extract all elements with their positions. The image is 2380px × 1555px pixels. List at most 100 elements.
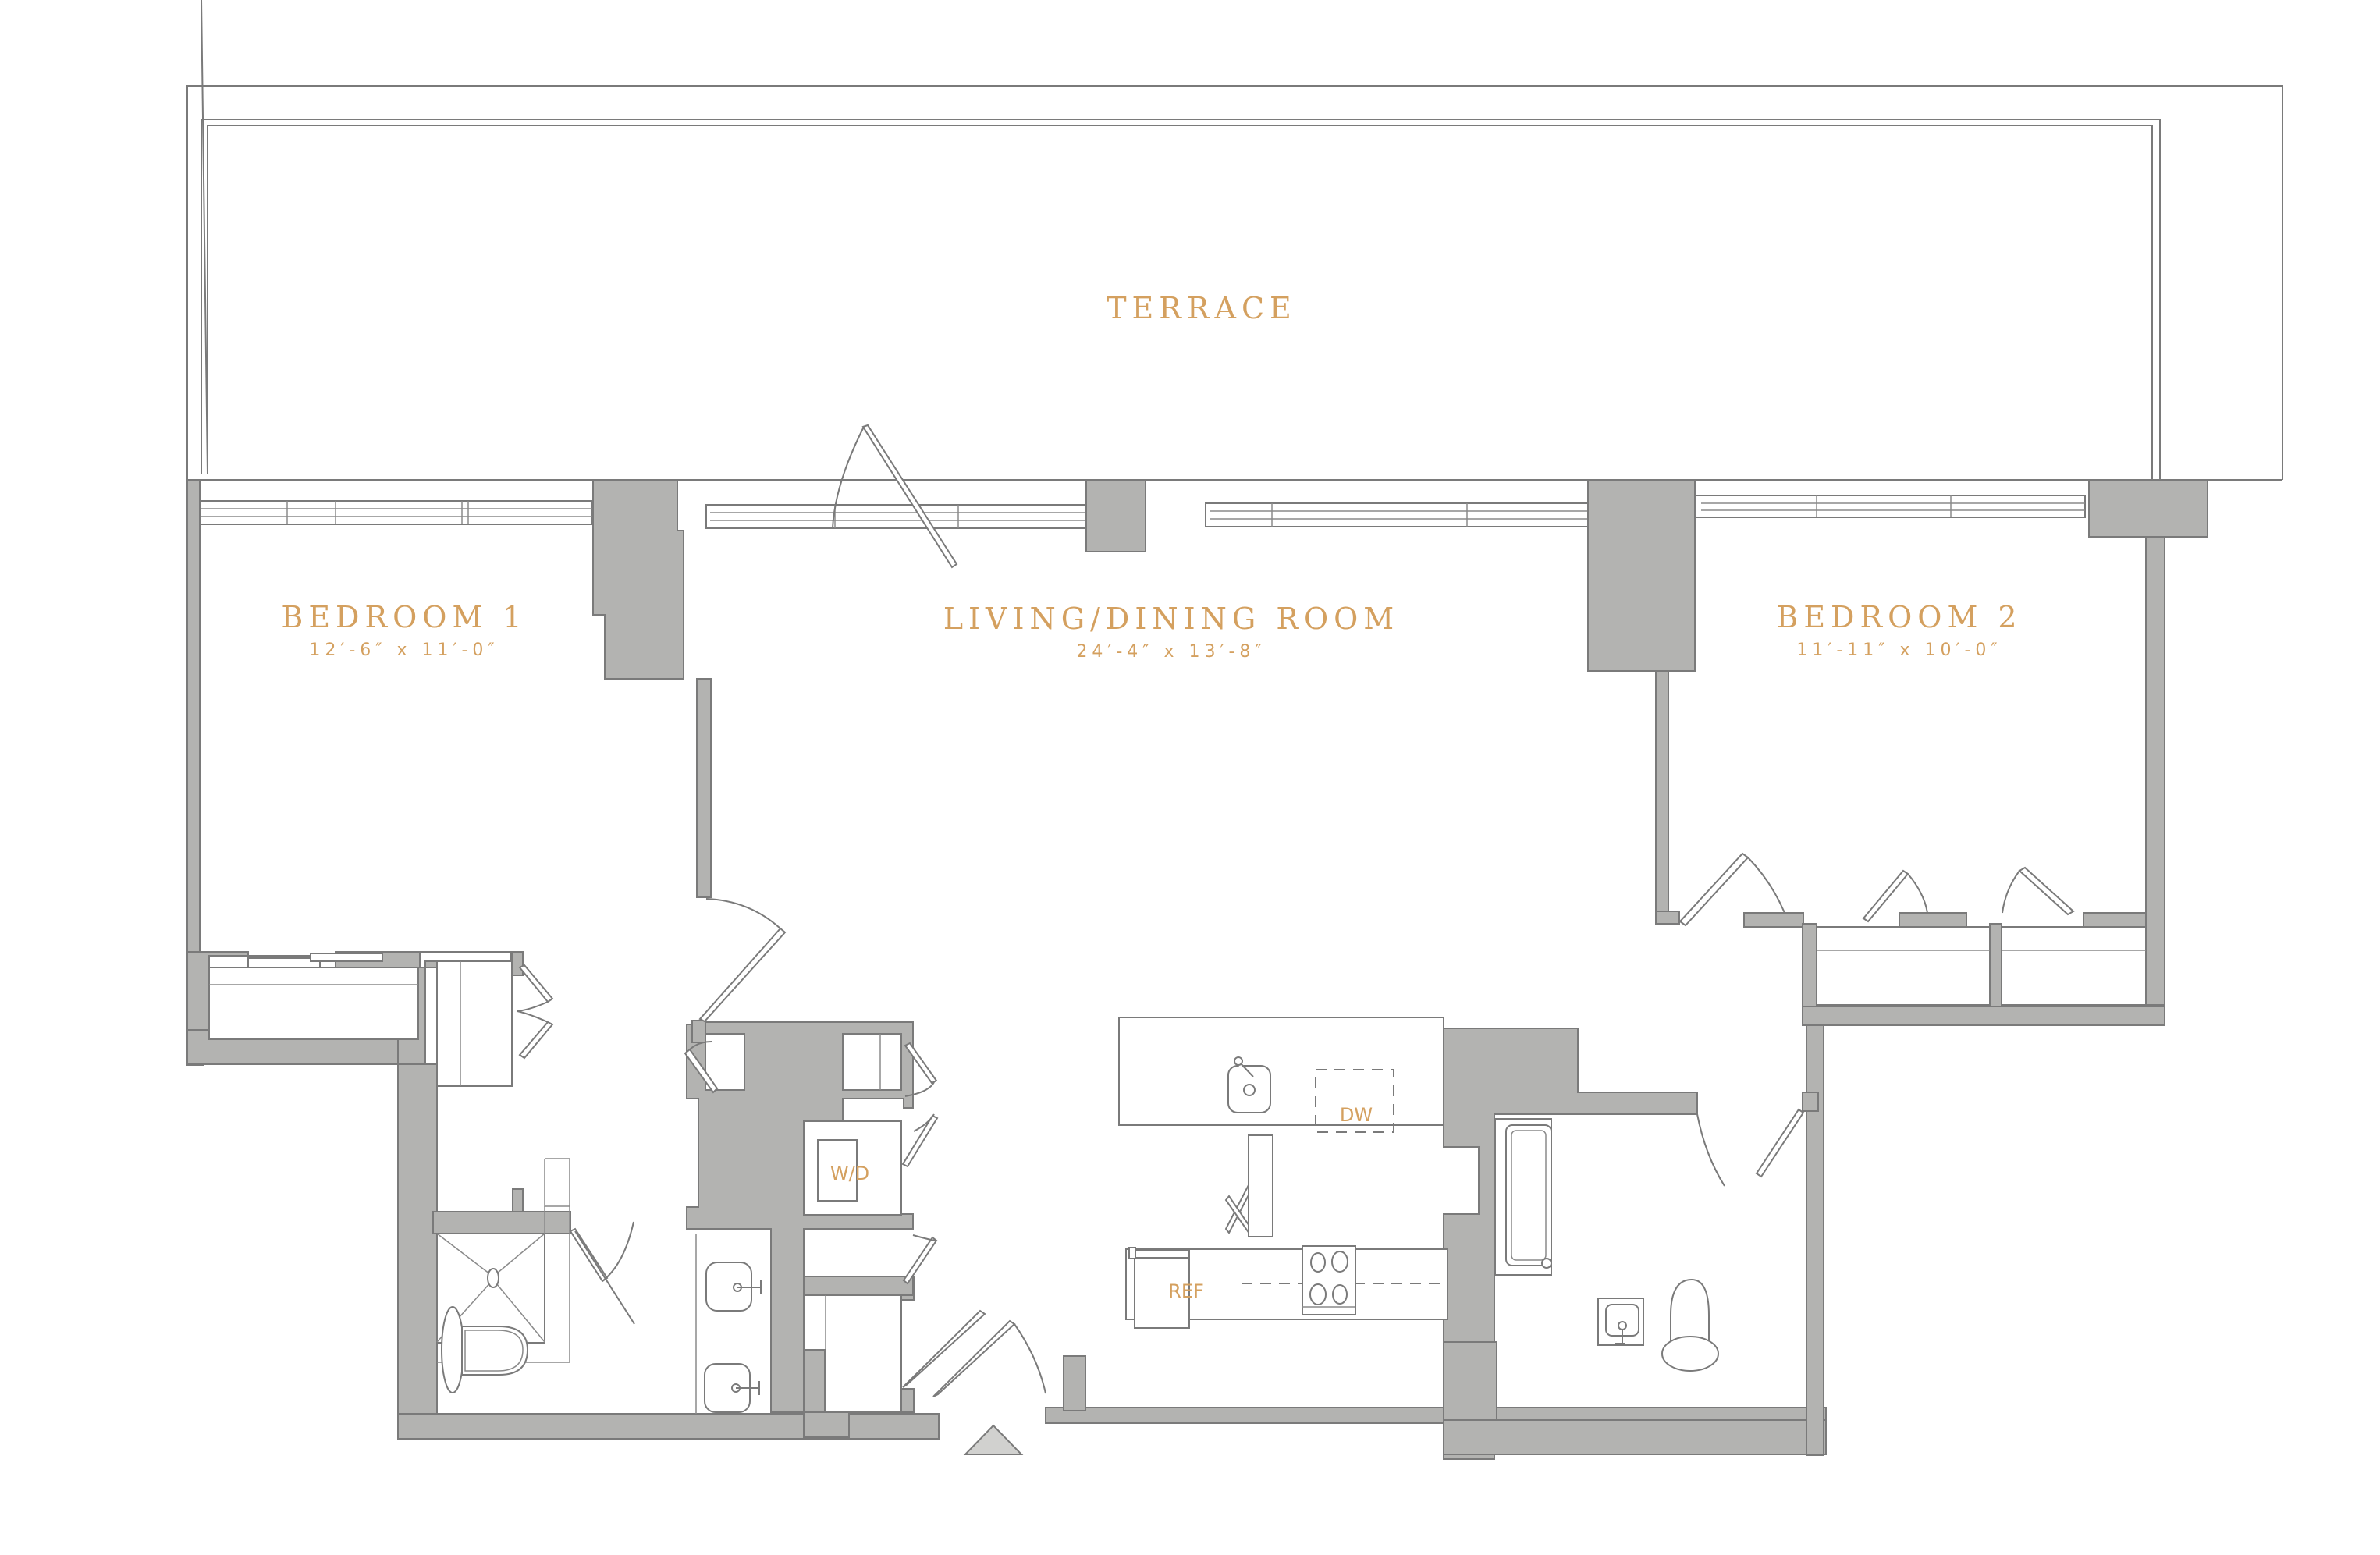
wall-jamb-a: [691, 1020, 706, 1043]
terrace-door-swing: [832, 426, 865, 529]
window-bedroom1: [194, 500, 593, 525]
storage-closet-wall: [803, 1349, 826, 1413]
wall-closet-jamb: [512, 951, 524, 976]
wall-closet-jamb-2: [512, 1188, 524, 1213]
wall-closet-left: [1802, 923, 1817, 1018]
bedroom2-closets: [1678, 852, 2147, 1006]
column-2: [1085, 479, 1146, 552]
terrace: [186, 0, 2283, 481]
wall-kitchen-core-lower: [1443, 1341, 1497, 1421]
bedroom1-door-swing: [705, 898, 781, 929]
bedroom2-label: BEDROOM 2: [1776, 600, 2022, 634]
column-1: [592, 479, 684, 680]
toilet-icon-bath2: [1661, 1278, 1719, 1372]
pantry-closet: [1248, 1134, 1273, 1237]
dishwasher-label: DW: [1340, 1104, 1373, 1126]
bedroom1-door[interactable]: [698, 898, 787, 1023]
terrace-outer-railing: [186, 85, 2283, 480]
terrace-door[interactable]: [832, 424, 958, 569]
wall-closet-mid: [1989, 923, 2002, 1009]
storage-door-leaf[interactable]: [902, 1236, 938, 1285]
cooktop-icon: [1302, 1245, 1356, 1315]
wall-closet-sep-1: [1743, 912, 1804, 928]
refrigerator: [1134, 1249, 1190, 1329]
bath1-door[interactable]: [569, 1221, 635, 1325]
wall-closet-sep-2: [1899, 912, 1967, 928]
linen-closet: [436, 960, 513, 1087]
wall-bath1-left: [397, 1063, 438, 1440]
bedroom2-dimensions: 11′-11″ x 10′-0″: [1796, 641, 2002, 660]
bedroom1-closet: [208, 953, 419, 1040]
toilet-icon-bath1: [441, 1306, 529, 1393]
closet-door-right-swing: [904, 1081, 935, 1097]
wall-closet-sep-3: [2083, 912, 2147, 928]
closet-slider-2[interactable]: [310, 953, 383, 962]
sink-icon-bath1-bottom: [704, 1363, 760, 1413]
living-dimensions: 24′-4″ x 13′-8″: [1076, 642, 1266, 662]
linen-door-leaf-2[interactable]: [518, 1021, 554, 1060]
dishwasher: [1315, 1069, 1394, 1133]
bathroom-2: [1494, 1118, 1719, 1372]
terrace-inner-railing: [201, 119, 2161, 480]
closet-door-a-swing: [1907, 873, 1928, 914]
terrace-label: TERRACE: [1107, 291, 1297, 325]
laundry-door-leaf[interactable]: [901, 1114, 939, 1168]
entry-door[interactable]: [902, 1309, 1046, 1397]
wall-bath1-bottom: [397, 1413, 940, 1440]
bath1-door-swing: [602, 1221, 634, 1282]
closet-door-right-leaf[interactable]: [904, 1042, 938, 1085]
bathroom-1: [436, 1158, 762, 1414]
linen-door-leaf-1[interactable]: [518, 964, 554, 1003]
closet-slider-1[interactable]: [247, 957, 321, 968]
wall-bath2-bottom: [1443, 1419, 1827, 1455]
closet-door-left-swing: [689, 1041, 712, 1050]
window-living-right: [1205, 502, 1589, 527]
laundry-door-swing: [913, 1113, 935, 1132]
tub-drain-icon: [1541, 1258, 1552, 1269]
storage-door-swing: [912, 1234, 937, 1241]
entry-door-swing: [1014, 1323, 1046, 1394]
wall-bedroom1-living: [696, 678, 712, 898]
wall-bath2-jamb: [1802, 1092, 1819, 1112]
wall-laundry-bottom: [803, 1276, 914, 1296]
bedroom1-dimensions: 12′-6″ x 11′-0″: [309, 641, 499, 660]
entry-door-leaf-2[interactable]: [932, 1319, 1016, 1397]
bedroom2-door-leaf[interactable]: [1678, 852, 1749, 927]
bedroom1-label: BEDROOM 1: [281, 600, 527, 634]
closet-bedroom2-a: [1816, 926, 1991, 1006]
kitchen-sink-icon: [1227, 1056, 1271, 1113]
kitchen-island: [1118, 1017, 1444, 1126]
window-living-left: [705, 504, 1089, 529]
closet-door-left-leaf[interactable]: [684, 1048, 719, 1094]
wall-kitchen-return: [1063, 1355, 1086, 1411]
wall-bath1-top: [432, 1211, 571, 1234]
linen-closet-bedroom1: [436, 960, 554, 1087]
laundry-core: [684, 1033, 939, 1413]
bath2-door[interactable]: [1696, 1108, 1805, 1187]
washer-dryer: [817, 1139, 858, 1202]
sink-icon-bath1-top: [705, 1262, 762, 1312]
shower-drain-icon: [487, 1268, 499, 1288]
wall-bedroom2-left: [1655, 670, 1669, 925]
closet-bedroom1: [208, 967, 419, 1040]
bedroom1-door-leaf[interactable]: [698, 927, 787, 1023]
living-label: LIVING/DINING ROOM: [943, 602, 1399, 636]
windows: [194, 495, 2086, 529]
terrace-door-leaf[interactable]: [861, 424, 958, 569]
bath2-door-leaf[interactable]: [1755, 1108, 1805, 1178]
entry-door-leaf-1[interactable]: [902, 1309, 986, 1388]
wall-bedroom2-right: [2145, 536, 2165, 1006]
wall-jamb-c: [900, 1388, 915, 1413]
refrigerator-label: REF: [1168, 1280, 1204, 1302]
kitchen: [1118, 1017, 1448, 1329]
terrace-inner-railing-2: [207, 125, 2153, 480]
bath2-door-swing: [1696, 1113, 1725, 1187]
linen-door-swing: [517, 1001, 549, 1023]
column-3: [1587, 479, 1696, 672]
closet-door-b-leaf[interactable]: [2018, 866, 2075, 916]
wall-bedroom2-jamb-left: [1655, 911, 1680, 925]
column-4: [2088, 479, 2208, 538]
columns: [592, 479, 2208, 680]
coat-closet-right: [842, 1033, 902, 1091]
